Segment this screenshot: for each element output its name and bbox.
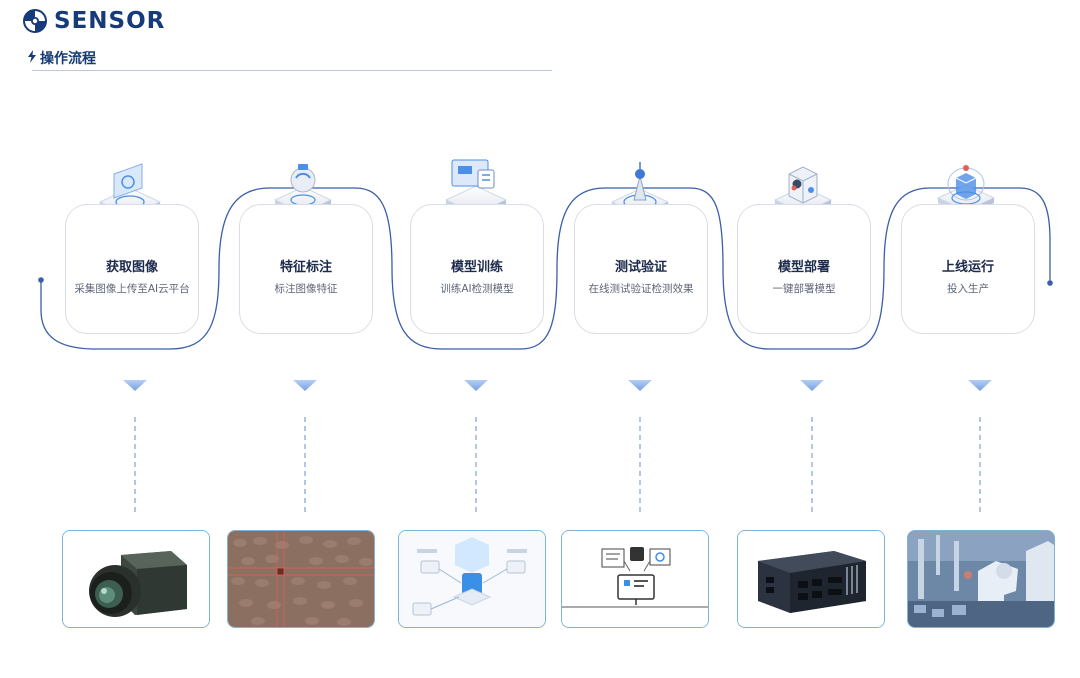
- industrial-camera-photo: [62, 530, 210, 628]
- flow-line: [40, 187, 1051, 350]
- step-title: 测试验证: [614, 260, 667, 275]
- step-description: 训练AI检测模型: [440, 283, 514, 295]
- robotic-production-line-photo: [907, 530, 1055, 628]
- section-title: 操作流程: [40, 51, 96, 67]
- step-card-production: 上线运行 投入生产: [901, 204, 1035, 334]
- step-card-labeling: 特征标注 标注图像特征: [239, 204, 373, 334]
- step-description: 采集图像上传至AI云平台: [74, 283, 190, 295]
- training-diagram-illustration: [398, 530, 546, 628]
- brand-wordmark: SENSOR: [54, 8, 166, 34]
- connector-2: [293, 380, 317, 512]
- step-card-deployment: 模型部署 一键部署模型: [737, 204, 871, 334]
- connector-6: [968, 380, 992, 512]
- step-description: 投入生产: [947, 283, 989, 295]
- step-card-training: 模型训练 训练AI检测模型: [410, 204, 544, 334]
- step-title: 特征标注: [279, 260, 332, 275]
- connector-4: [628, 380, 652, 512]
- step-card-testing: 测试验证 在线测试验证检测效果: [574, 204, 708, 334]
- coffee-beans-labeled-photo: [227, 530, 375, 628]
- step-title: 模型部署: [777, 260, 830, 275]
- brand-swirl-icon: [23, 9, 47, 33]
- connector-1: [123, 380, 147, 512]
- step-description: 在线测试验证检测效果: [588, 283, 694, 295]
- brand-logo: SENSOR: [22, 8, 165, 34]
- step-description: 标注图像特征: [274, 283, 338, 295]
- section-header: 操作流程: [28, 48, 552, 71]
- step-title: 上线运行: [941, 260, 994, 275]
- step-title: 模型训练: [450, 260, 503, 275]
- step-description: 一键部署模型: [772, 283, 836, 295]
- connector-5: [800, 380, 824, 512]
- step-card-capture: 获取图像 采集图像上传至AI云平台: [65, 204, 199, 334]
- edge-computer-photo: [737, 530, 885, 628]
- connector-3: [464, 380, 488, 512]
- flow-start-dot: [38, 277, 44, 283]
- flow-end-dot: [1047, 280, 1053, 286]
- step-title: 获取图像: [105, 260, 158, 275]
- lightning-icon: [28, 50, 36, 63]
- monitor-testing-illustration: [561, 530, 709, 628]
